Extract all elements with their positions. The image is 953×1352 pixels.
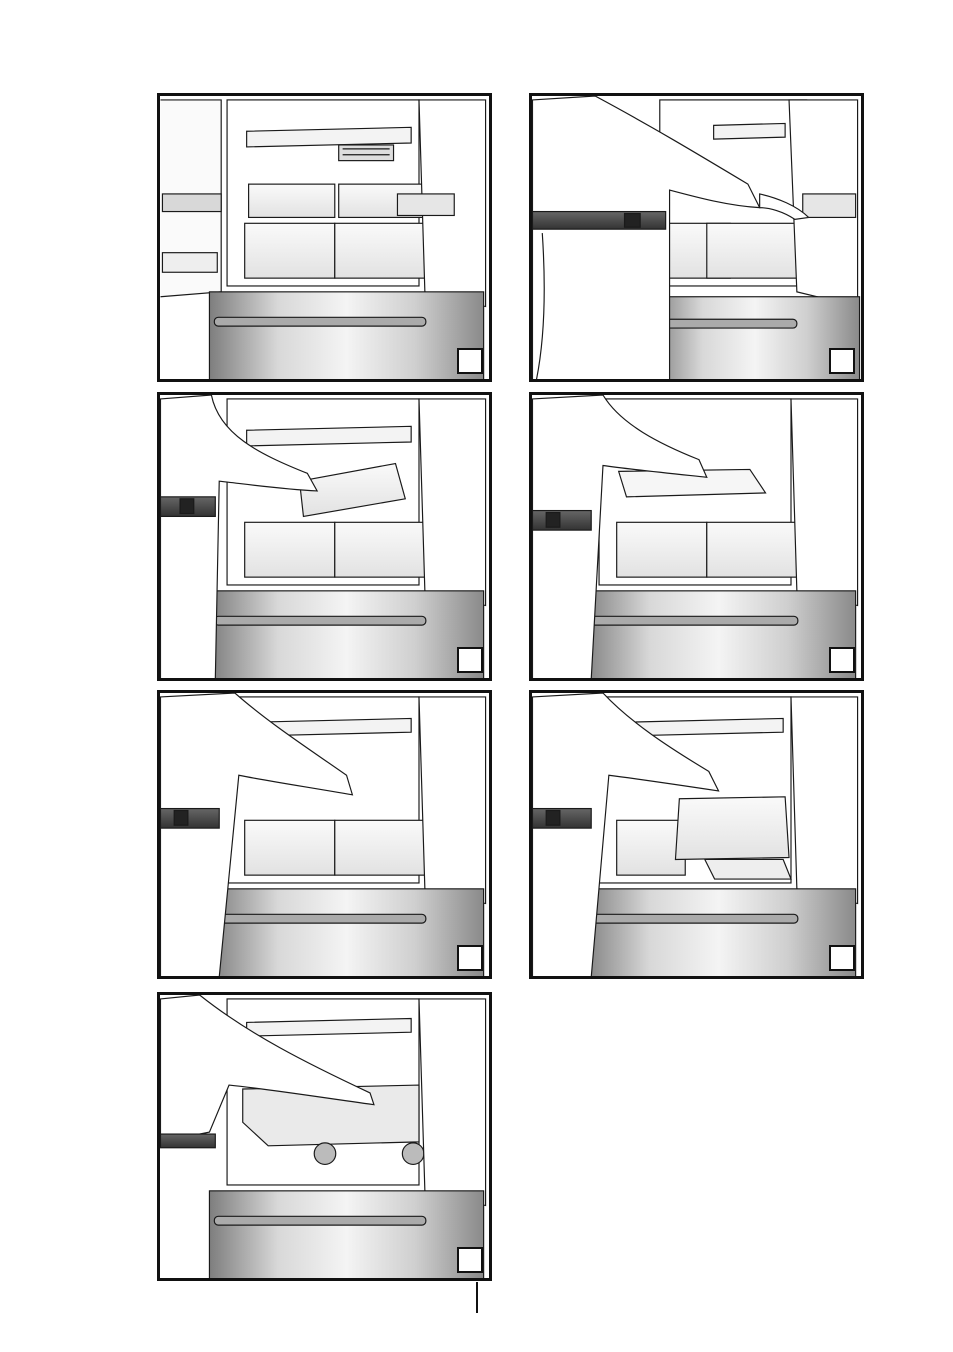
illustration-panel-4 — [529, 392, 864, 681]
fridge-illustration — [160, 693, 489, 976]
fridge-illustration — [532, 96, 861, 379]
illustration-panel-3 — [157, 392, 492, 681]
step-number-box — [457, 1247, 483, 1273]
step-number-box — [457, 647, 483, 673]
illustration-panel-2 — [529, 93, 864, 382]
fridge-illustration — [532, 693, 861, 976]
fridge-illustration — [160, 995, 489, 1278]
illustration-panel-1 — [157, 93, 492, 382]
illustration-panel-5 — [157, 690, 492, 979]
step-number-box — [829, 348, 855, 374]
illustration-panel-7 — [157, 992, 492, 1281]
fridge-illustration — [160, 395, 489, 678]
fridge-illustration — [532, 395, 861, 678]
callout-leader-line — [476, 1282, 478, 1313]
fridge-illustration — [160, 96, 489, 379]
step-number-box — [457, 945, 483, 971]
step-number-box — [829, 647, 855, 673]
step-number-box — [829, 945, 855, 971]
illustration-panel-6 — [529, 690, 864, 979]
step-number-box — [457, 348, 483, 374]
